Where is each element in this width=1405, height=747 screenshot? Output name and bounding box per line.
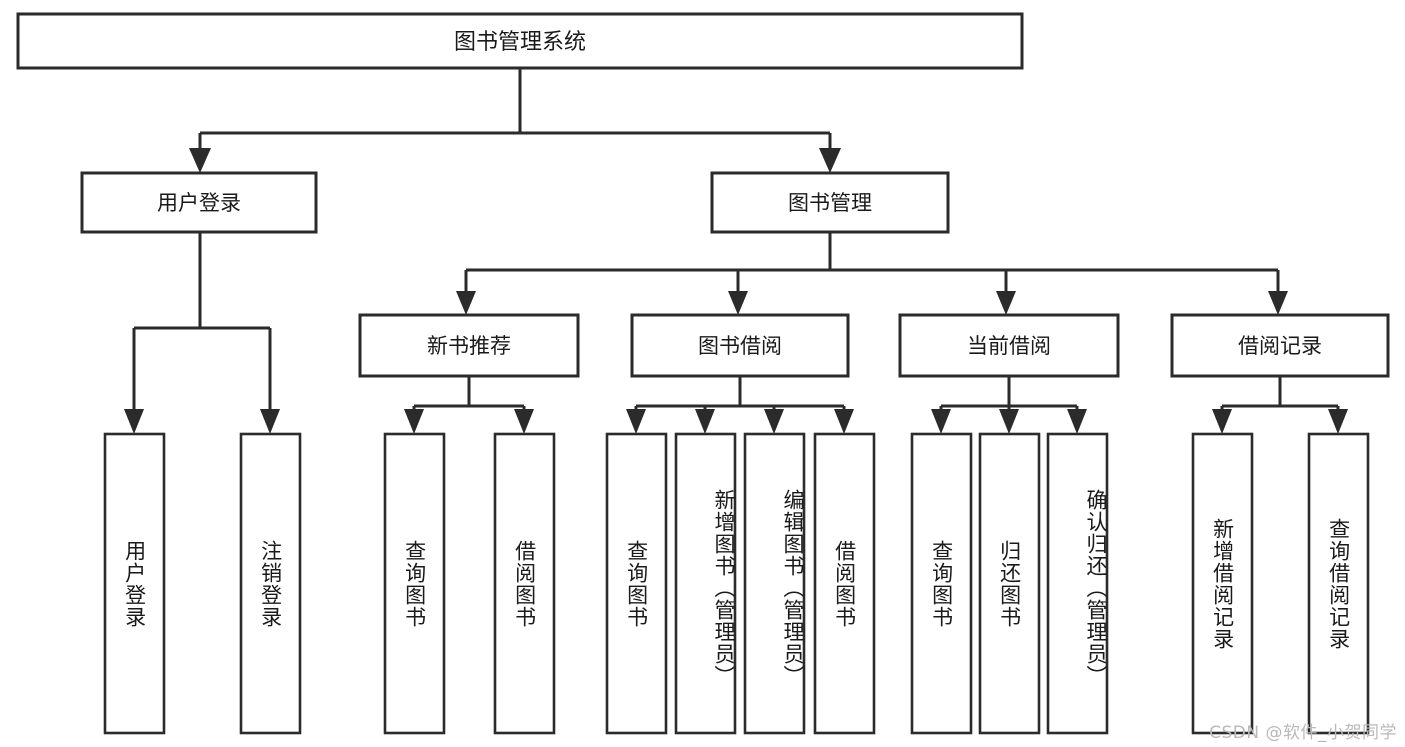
node-borrow-record[interactable]: 借阅记录 xyxy=(1170,313,1390,378)
leaf-box-logout[interactable] xyxy=(239,432,302,735)
node-borrow-record-label: 借阅记录 xyxy=(1238,334,1322,358)
node-book-management-label: 图书管理 xyxy=(788,191,872,215)
node-root[interactable]: 图书管理系统 xyxy=(16,12,1024,70)
leaf-box-query-book-1[interactable] xyxy=(383,432,446,735)
leaf-box-confirm-return[interactable] xyxy=(1046,432,1109,735)
node-book-management[interactable]: 图书管理 xyxy=(710,171,950,234)
leaf-box-borrow-book-2[interactable] xyxy=(813,432,876,735)
leaf-box-add-book[interactable] xyxy=(674,432,737,735)
node-user-login-label: 用户登录 xyxy=(157,191,241,215)
arrow-leaf-user-login xyxy=(124,409,144,434)
arrow-leaf-confirm-return xyxy=(1067,409,1087,434)
leaf-box-add-record[interactable] xyxy=(1191,432,1254,735)
leaf-box-borrow-book-1[interactable] xyxy=(493,432,556,735)
arrow-bookmgmt xyxy=(819,148,841,173)
node-user-login[interactable]: 用户登录 xyxy=(80,171,318,234)
node-book-management-box[interactable] xyxy=(710,171,950,234)
arrow-leaf-borrow-book-1 xyxy=(514,409,534,434)
leaf-box-user-login[interactable] xyxy=(103,432,166,735)
leaf-boxes xyxy=(103,432,1370,735)
leaf-box-edit-book[interactable] xyxy=(743,432,806,735)
node-user-login-box[interactable] xyxy=(80,171,318,234)
arrow-borrowrecord xyxy=(1268,291,1288,315)
leaf-box-query-book-3[interactable] xyxy=(910,432,973,735)
leaf-box-return-book[interactable] xyxy=(978,432,1041,735)
arrow-leaf-edit-book xyxy=(764,409,784,434)
arrow-userlogin xyxy=(189,148,211,173)
watermark: CSDN @软件_小贺同学 xyxy=(1209,723,1397,743)
node-new-book-recommend[interactable]: 新书推荐 xyxy=(358,313,580,378)
node-current-borrow[interactable]: 当前借阅 xyxy=(898,313,1120,378)
arrow-leaf-logout xyxy=(260,409,280,434)
node-new-book-recommend-box[interactable] xyxy=(358,313,580,378)
node-borrow-record-box[interactable] xyxy=(1170,313,1390,378)
arrow-leaf-add-record xyxy=(1212,409,1232,434)
leaf-box-query-record[interactable] xyxy=(1307,432,1370,735)
node-current-borrow-box[interactable] xyxy=(898,313,1120,378)
arrow-leaf-query-book-1 xyxy=(404,409,424,434)
node-book-borrow-box[interactable] xyxy=(630,313,850,378)
node-current-borrow-label: 当前借阅 xyxy=(967,334,1051,358)
arrow-leaf-query-record xyxy=(1328,409,1348,434)
connectors xyxy=(124,68,1348,434)
node-root-box[interactable] xyxy=(16,12,1024,70)
arrow-bookborrow xyxy=(728,291,748,315)
node-book-borrow-label: 图书借阅 xyxy=(698,334,782,358)
node-root-label: 图书管理系统 xyxy=(454,30,586,55)
arrow-leaf-query-book-2 xyxy=(626,409,646,434)
arrow-leaf-borrow-book-2 xyxy=(834,409,854,434)
arrow-leaf-add-book xyxy=(695,409,715,434)
node-new-book-recommend-label: 新书推荐 xyxy=(427,334,511,358)
arrow-leaf-query-book-3 xyxy=(931,409,951,434)
arrow-leaf-return-book xyxy=(999,409,1019,434)
arrow-newbook xyxy=(456,291,476,315)
arrow-currentborrow xyxy=(996,291,1016,315)
leaf-box-query-book-2[interactable] xyxy=(605,432,668,735)
node-book-borrow[interactable]: 图书借阅 xyxy=(630,313,850,378)
